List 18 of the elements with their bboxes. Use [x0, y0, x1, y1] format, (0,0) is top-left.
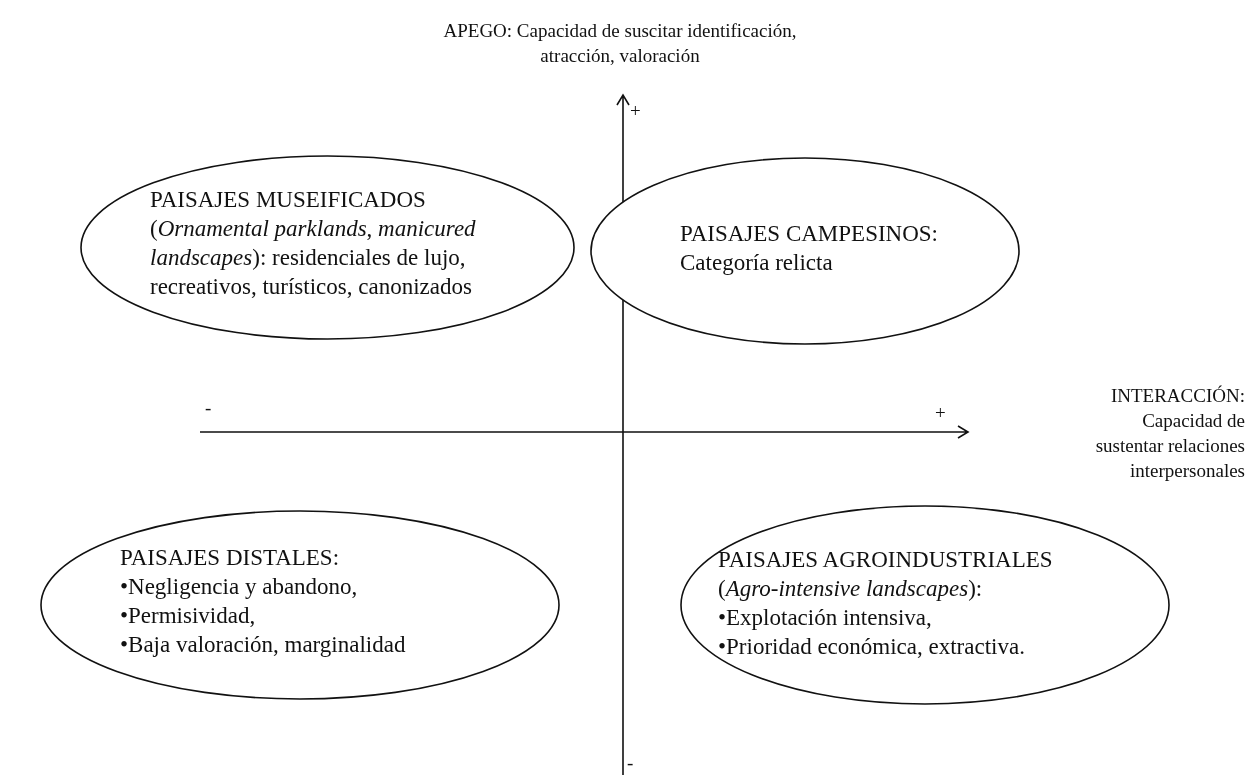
minus-sign: - [627, 751, 635, 775]
plus-sign: + [630, 99, 642, 123]
description-text: •Baja valoración, marginalidad [120, 631, 407, 659]
axis-title: APEGO: Capacidad de suscitar identificación, atracción, valoración [442, 19, 798, 68]
description-text: Categoría relicta [680, 249, 834, 277]
heading-text: PAISAJES MUSEIFICADOS [150, 186, 427, 214]
description-text: (Agro-intensive landscapes): [718, 575, 984, 603]
axis-title: INTERACCIÓN: Capacidad de sustentar relaciones interpersonales [1094, 384, 1245, 483]
description-text: •Negligencia y abandono, [120, 573, 359, 601]
description-text: •Permisividad, [120, 602, 257, 630]
heading-text: PAISAJES CAMPESINOS: [680, 220, 939, 248]
description-text: (Ornamental parklands, manicured landscapes): residenciales de lujo, recreativos, turísticos, canonizados [150, 215, 477, 301]
minus-sign: - [205, 396, 213, 420]
heading-text: PAISAJES AGROINDUSTRIALES [718, 546, 1054, 574]
description-text: •Prioridad económica, extractiva. [718, 633, 1026, 661]
description-text: •Explotación intensiva, [718, 604, 933, 632]
plus-sign: + [935, 401, 947, 425]
heading-text: PAISAJES DISTALES: [120, 544, 341, 572]
